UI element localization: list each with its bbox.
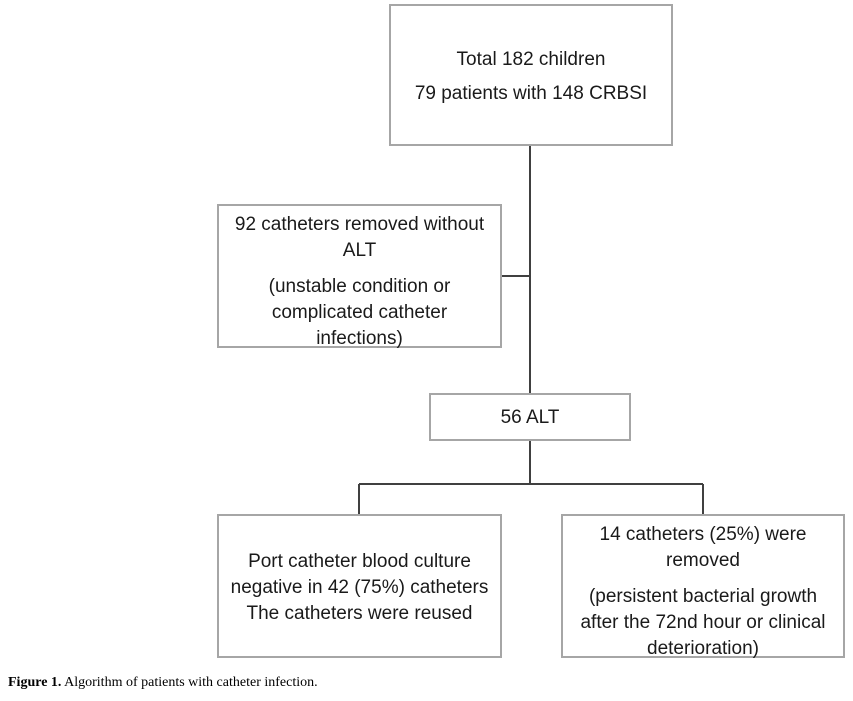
negative-culture-line-3: The catheters were reused	[246, 603, 473, 624]
removed-14-line-1: 14 catheters (25%) were	[599, 524, 807, 545]
removed-14-reason-1: (persistent bacterial growth	[588, 586, 818, 607]
figure-caption-label: Figure 1.	[8, 675, 62, 690]
total-children-box: Total 182 children 79 patients with 148 …	[389, 4, 673, 146]
total-line-2: 79 patients with 148 CRBSI	[414, 83, 648, 104]
removed-without-alt-reason-3: infections)	[316, 328, 403, 349]
removed-without-alt-reason-2: complicated catheter	[271, 302, 448, 323]
removed-without-alt-line-2: ALT	[342, 240, 377, 261]
figure-caption-text: Algorithm of patients with catheter infe…	[61, 675, 318, 690]
alt-label: 56 ALT	[500, 407, 560, 428]
figure-caption: Figure 1. Algorithm of patients with cat…	[8, 675, 318, 691]
removed-without-alt-reason-1: (unstable condition or	[268, 276, 451, 297]
alt-box: 56 ALT	[429, 393, 631, 441]
total-line-1: Total 182 children	[456, 49, 606, 70]
removed-without-alt-box: 92 catheters removed without ALT (unstab…	[217, 204, 502, 349]
negative-culture-line-2: negative in 42 (75%) catheters	[230, 577, 489, 598]
removed-14-box: 14 catheters (25%) were removed (persist…	[561, 514, 845, 659]
negative-culture-line-1: Port catheter blood culture	[248, 551, 471, 572]
removed-14-line-2: removed	[666, 550, 740, 571]
removed-14-reason-3: deterioration)	[647, 638, 759, 659]
removed-14-reason-2: after the 72nd hour or clinical	[580, 612, 826, 633]
negative-culture-box: Port catheter blood culture negative in …	[217, 514, 502, 658]
removed-without-alt-line-1: 92 catheters removed without	[234, 214, 485, 235]
